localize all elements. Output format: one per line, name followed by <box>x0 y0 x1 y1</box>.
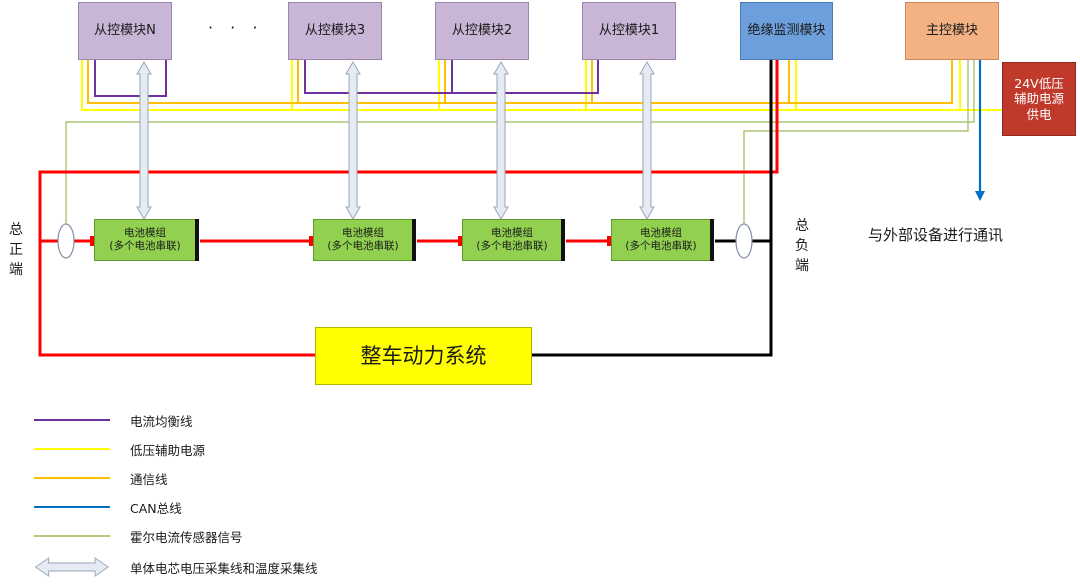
comm-wire <box>87 60 953 104</box>
ellipsis: · · · <box>208 18 264 37</box>
vehicle-power-system: 整车动力系统 <box>315 327 532 385</box>
legend-label-can: CAN总线 <box>130 500 182 516</box>
legend-swatch-aux-power <box>34 448 110 450</box>
battery-module-4-subtitle: (多个电池串联) <box>625 240 697 252</box>
legend-item-can: CAN总线 <box>30 495 182 519</box>
slave-module-n: 从控模块N <box>78 2 172 60</box>
legend-swatch-arrow <box>34 557 109 577</box>
battery-terminal-3 <box>458 236 463 246</box>
insulation-monitor-module: 绝缘监测模块 <box>740 2 833 60</box>
aux-power-supply-label: 24V低压辅助电源供电 <box>1013 75 1064 122</box>
sampling-arrow-1 <box>639 61 655 220</box>
total-negative-label: 总负端 <box>795 218 809 274</box>
battery-terminal-4 <box>607 236 612 246</box>
slave-module-n-label: 从控模块N <box>94 22 156 38</box>
legend-swatch-can <box>34 506 110 508</box>
slave-module-1: 从控模块1 <box>582 2 676 60</box>
battery-module-4-title: 电池模组 <box>640 226 682 239</box>
battery-module-2-title: 电池模组 <box>342 226 384 239</box>
battery-module-3-subtitle: (多个电池串联) <box>476 240 548 252</box>
sampling-arrow-3 <box>345 61 361 220</box>
legend-swatch-comm <box>34 477 110 479</box>
vehicle-power-system-label: 整车动力系统 <box>360 343 487 368</box>
battery-terminal-2 <box>309 236 314 246</box>
legend-label-arrow: 单体电芯电压采集线和温度采集线 <box>130 560 318 576</box>
sampling-arrow-2 <box>493 61 509 220</box>
power-negative-loop <box>532 60 773 357</box>
slave-module-3-label: 从控模块3 <box>304 22 366 38</box>
legend-label-comm: 通信线 <box>130 471 168 487</box>
hall-sensor-positive <box>57 223 75 259</box>
aux-power-supply: 24V低压辅助电源供电 <box>1002 62 1076 136</box>
slave-module-2-label: 从控模块2 <box>451 22 513 38</box>
master-module-label: 主控模块 <box>925 22 978 38</box>
total-positive-label: 总正端 <box>9 222 23 278</box>
legend-item-hall: 霍尔电流传感器信号 <box>30 524 243 548</box>
battery-module-4: 电池模组 (多个电池串联) <box>611 219 714 261</box>
legend-label-hall: 霍尔电流传感器信号 <box>130 529 243 545</box>
hall-sensor-negative <box>735 223 753 259</box>
slave-module-2: 从控模块2 <box>435 2 529 60</box>
hall-wire-neg <box>743 60 969 230</box>
battery-module-3: 电池模组 (多个电池串联) <box>462 219 565 261</box>
legend-item-balance: 电流均衡线 <box>30 408 193 432</box>
battery-module-1-title: 电池模组 <box>124 226 166 239</box>
external-comm-label: 与外部设备进行通讯 <box>868 226 1004 244</box>
legend-item-arrow: 单体电芯电压采集线和温度采集线 <box>30 555 318 579</box>
slave-module-3: 从控模块3 <box>288 2 382 60</box>
legend-swatch-hall <box>34 535 110 537</box>
battery-terminal-1 <box>90 236 95 246</box>
battery-module-1-subtitle: (多个电池串联) <box>109 240 181 252</box>
legend-item-comm: 通信线 <box>30 466 168 490</box>
insulation-monitor-label: 绝缘监测模块 <box>747 22 826 38</box>
hall-wire-pos <box>65 60 975 230</box>
balance-wire-n <box>94 60 167 97</box>
balance-wire-3-2 <box>304 60 453 94</box>
balance-wire-2-1 <box>451 60 599 94</box>
battery-module-3-title: 电池模组 <box>491 226 533 239</box>
master-module: 主控模块 <box>905 2 999 60</box>
battery-module-1: 电池模组 (多个电池串联) <box>94 219 199 261</box>
aux-power-wire <box>81 60 1002 111</box>
battery-module-2: 电池模组 (多个电池串联) <box>313 219 416 261</box>
legend-swatch-balance <box>34 419 110 421</box>
battery-module-2-subtitle: (多个电池串联) <box>327 240 399 252</box>
legend-label-aux-power: 低压辅助电源 <box>130 442 206 458</box>
legend-label-balance: 电流均衡线 <box>130 413 193 429</box>
power-positive-loop <box>38 60 779 357</box>
slave-module-1-label: 从控模块1 <box>598 22 660 38</box>
legend-item-aux-power: 低压辅助电源 <box>30 437 205 461</box>
sampling-arrow-n <box>136 61 152 220</box>
